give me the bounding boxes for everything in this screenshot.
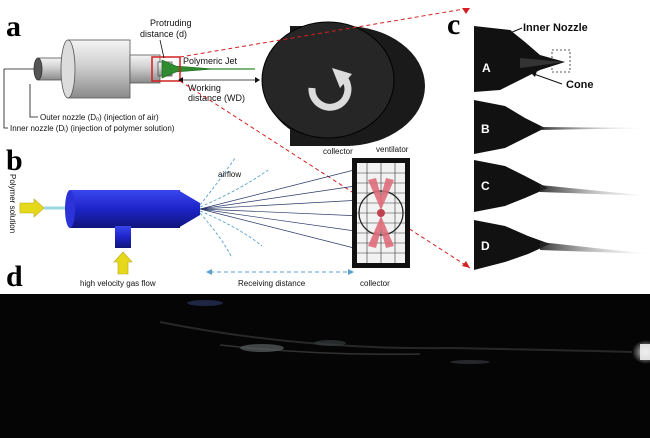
panel-c: c A Inner Nozzle Cone B C: [447, 8, 650, 270]
outer-nozzle-body: [67, 39, 131, 99]
collector-label-b: collector: [360, 279, 390, 288]
panel-d-label: d: [6, 260, 23, 293]
receiving-distance-label: Receiving distance: [238, 279, 306, 288]
frame-b: B: [474, 100, 650, 154]
blue-nozzle-cone: [178, 190, 200, 228]
working-arrow-right: [255, 77, 260, 83]
polymeric-jet-label: Polymeric Jet: [183, 56, 238, 66]
airflow-curves: [199, 157, 269, 259]
inner-tube-end: [33, 57, 43, 81]
rotation-arrow-icon: [308, 68, 352, 111]
projection-line-top: [179, 7, 471, 58]
cone-pointer: [533, 73, 563, 85]
collector-drum: [261, 21, 425, 146]
panel-b: b Polymer solution high velocity gas flo…: [6, 144, 410, 288]
projection-arrow-top: [462, 8, 470, 14]
inner-nozzle-label: Inner nozzle (Dᵢ) (injection of polymer …: [10, 124, 175, 133]
cone-label: Cone: [566, 79, 594, 91]
outer-nozzle-leader: [29, 84, 38, 118]
zoom-box: [151, 56, 181, 82]
outer-nozzle-face: [60, 39, 76, 99]
receiving-arrow-right: [348, 269, 354, 275]
outer-nozzle-label: Outer nozzle (Dₒ) (injection of air): [40, 113, 159, 122]
frame-a: A: [474, 22, 650, 92]
drum-face: [261, 21, 395, 139]
panel-d: d: [0, 260, 650, 438]
gas-inlet-arrow: [113, 251, 133, 275]
airflow-label: airflow: [218, 170, 241, 179]
fiber-lines: [199, 167, 363, 251]
working-label-2: distance (WD): [188, 93, 245, 103]
receiving-arrow-left: [206, 269, 212, 275]
panel-a-label: a: [6, 10, 21, 43]
blue-nozzle-back: [65, 190, 75, 228]
panel-c-label: c: [447, 8, 460, 41]
polymer-solution-label: Polymer solution: [8, 174, 17, 233]
nozzle-neck: [129, 54, 161, 84]
inner-nozzle-leader: [3, 69, 8, 129]
frame-a-letter: A: [482, 61, 491, 75]
protruding-label-2: distance (d): [140, 29, 187, 39]
inner-nozzle-c-label: Inner Nozzle: [523, 22, 588, 34]
working-label-1: Working: [188, 83, 221, 93]
collector-label-a: collector: [323, 147, 353, 156]
panel-b-label: b: [6, 144, 23, 177]
blue-nozzle-body: [70, 190, 180, 228]
protruding-label-1: Protruding: [150, 18, 192, 28]
inner-nozzle-c-arrowhead: [506, 30, 513, 36]
frame-c-letter: C: [481, 179, 490, 193]
panel-d-photo: [0, 294, 650, 438]
solution-inlet-arrow: [19, 198, 45, 218]
working-arrow-left: [178, 77, 183, 83]
frame-d-letter: D: [481, 239, 490, 253]
panel-a: a Protruding distance (d) Polymeric Jet …: [3, 7, 471, 269]
projection-line-bottom: [179, 80, 471, 269]
gas-flow-label: high velocity gas flow: [80, 279, 156, 288]
cone-arrowhead: [530, 71, 537, 77]
jet-photo-streaks: [159, 300, 650, 364]
protruding-pointer: [159, 39, 165, 59]
frame-c: C: [474, 160, 650, 212]
projection-arrow-bottom: [462, 261, 470, 268]
inner-nozzle-c-pointer: [509, 27, 523, 34]
ventilator-label: ventilator: [376, 145, 409, 154]
frame-d: D: [474, 220, 650, 270]
frame-b-letter: B: [481, 122, 490, 136]
fan-icon: [352, 158, 410, 268]
gas-inlet-pipe: [115, 226, 131, 248]
